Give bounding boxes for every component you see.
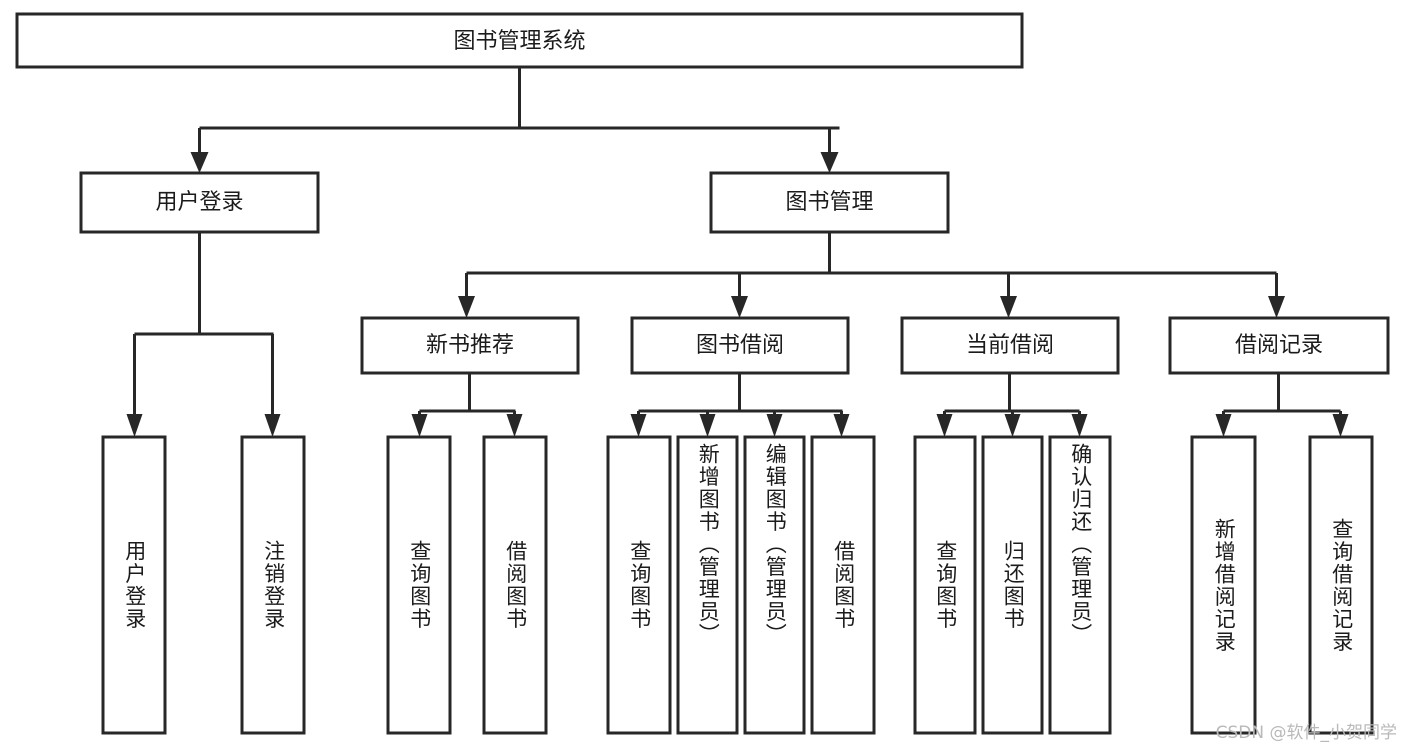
arrowhead-leaf-confirm-return xyxy=(1071,414,1088,437)
node-label-book-manage: 图书管理 xyxy=(785,190,873,215)
node-box-user-login[interactable] xyxy=(79,171,320,234)
node-box-leaf-borrow-book-1[interactable] xyxy=(482,435,548,735)
node-box-root[interactable] xyxy=(15,12,1024,69)
node-label-root: 图书管理系统 xyxy=(453,29,585,54)
node-box-leaf-query-book-3[interactable] xyxy=(913,435,977,735)
connector-group-book-manage xyxy=(458,232,1285,318)
connector-group-current-borrow xyxy=(936,373,1088,437)
node-box-leaf-edit-book[interactable] xyxy=(743,435,806,735)
arrowhead-leaf-query-book-2 xyxy=(630,414,647,437)
node-box-leaf-logout-login[interactable] xyxy=(240,435,306,735)
node-box-leaf-query-book-1[interactable] xyxy=(386,435,452,735)
node-label-new-book-recommend: 新书推荐 xyxy=(426,333,514,358)
node-label-user-login: 用户登录 xyxy=(155,190,243,215)
node-label-book-borrow: 图书借阅 xyxy=(696,333,784,358)
connector-group-user-login xyxy=(126,232,281,437)
connector-group-new-book-recommend xyxy=(411,373,523,437)
arrowhead-leaf-add-book xyxy=(699,414,716,437)
node-box-leaf-user-login[interactable] xyxy=(101,435,167,735)
arrowhead-book-manage xyxy=(820,152,839,173)
node-box-leaf-query-record[interactable] xyxy=(1308,435,1374,735)
arrowhead-leaf-query-book-3 xyxy=(936,414,953,437)
node-box-new-book-recommend[interactable] xyxy=(360,316,580,375)
arrowhead-current-borrow xyxy=(1000,296,1017,318)
connector-group-borrow-record xyxy=(1215,373,1349,437)
node-box-leaf-confirm-return[interactable] xyxy=(1048,435,1112,735)
node-label-borrow-record: 借阅记录 xyxy=(1235,333,1323,358)
arrowhead-leaf-query-record xyxy=(1332,414,1349,437)
csdn-watermark: CSDN @软件_小贺同学 xyxy=(1215,723,1397,743)
arrowhead-book-borrow xyxy=(731,296,748,318)
node-box-leaf-borrow-book-2[interactable] xyxy=(810,435,876,735)
node-box-borrow-record[interactable] xyxy=(1168,316,1390,375)
arrowhead-leaf-add-record xyxy=(1215,414,1232,437)
node-box-book-borrow[interactable] xyxy=(630,316,850,375)
arrowhead-leaf-return-book xyxy=(1004,414,1021,437)
node-box-leaf-return-book[interactable] xyxy=(981,435,1044,735)
arrowhead-leaf-borrow-book-2 xyxy=(833,414,850,437)
arrowhead-leaf-user-login xyxy=(126,414,143,437)
connector-group-root xyxy=(190,67,840,173)
node-label-current-borrow: 当前借阅 xyxy=(966,333,1054,358)
node-box-book-manage[interactable] xyxy=(709,171,950,234)
arrowhead-leaf-edit-book xyxy=(766,414,783,437)
node-box-current-borrow[interactable] xyxy=(900,316,1120,375)
arrowhead-leaf-borrow-book-1 xyxy=(506,414,523,437)
arrowhead-user-login xyxy=(190,152,209,173)
arrowhead-leaf-logout-login xyxy=(264,414,281,437)
arrowhead-new-book-recommend xyxy=(458,296,475,318)
connector-group-book-borrow xyxy=(630,373,850,437)
arrowhead-leaf-query-book-1 xyxy=(411,414,428,437)
node-box-leaf-add-record[interactable] xyxy=(1190,435,1257,735)
node-box-leaf-query-book-2[interactable] xyxy=(606,435,672,735)
arrowhead-borrow-record xyxy=(1268,296,1285,318)
node-box-leaf-add-book[interactable] xyxy=(676,435,739,735)
